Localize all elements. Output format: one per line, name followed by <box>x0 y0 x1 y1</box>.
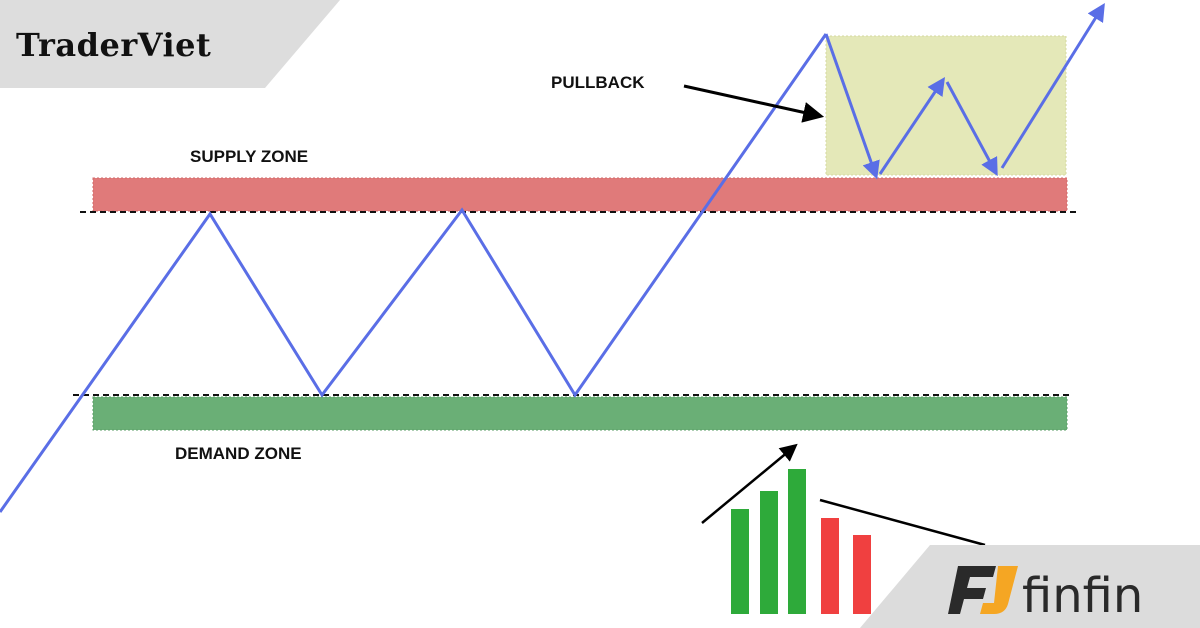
supply-zone <box>92 177 1068 212</box>
volume-bar-bull <box>760 491 778 614</box>
pullback-zone <box>825 35 1067 176</box>
volume-bar-bear <box>853 535 871 614</box>
brand-name: TraderViet <box>16 26 211 64</box>
volume-bar-bull <box>731 509 749 614</box>
pullback-label: PULLBACK <box>551 73 645 92</box>
volume-decline-line <box>819 498 986 547</box>
uptrend-arrow-icon <box>701 443 798 524</box>
brand-banner: TraderViet <box>0 0 340 88</box>
finfin-name: finfin <box>1022 568 1143 624</box>
volume-bars <box>731 469 871 614</box>
pullback-leg-3 <box>945 81 998 177</box>
pullback-leg-1 <box>824 33 880 180</box>
brand-banner-bg <box>0 0 340 88</box>
price-arrow-icon <box>1000 2 1105 169</box>
pullback-arrow-icon <box>683 84 825 123</box>
volume-bar-bear <box>821 518 839 614</box>
supply-zone-label: SUPPLY ZONE <box>190 147 308 166</box>
finfin-banner-bg <box>860 545 1200 628</box>
demand-zone-label: DEMAND ZONE <box>175 444 302 463</box>
finfin-watermark: finfin <box>860 545 1200 628</box>
price-path <box>0 33 828 513</box>
demand-zone <box>92 396 1068 431</box>
finfin-logo-icon <box>948 566 1018 614</box>
volume-bar-bull <box>788 469 806 614</box>
pullback-leg-2 <box>878 77 946 175</box>
